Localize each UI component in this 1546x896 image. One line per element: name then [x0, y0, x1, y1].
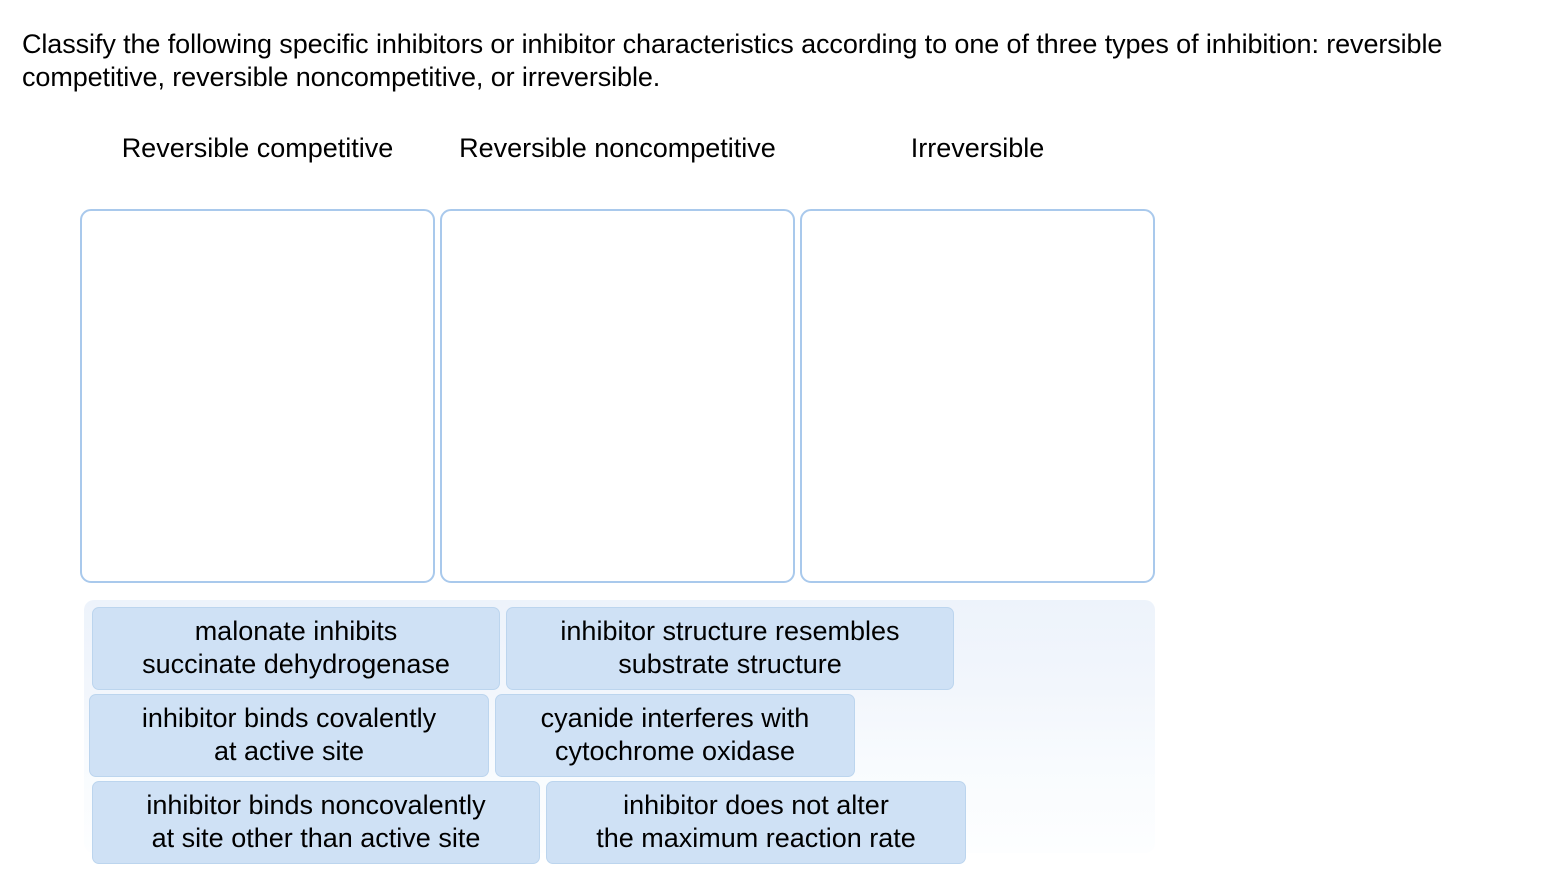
tile-inhibitor-binds-covalently-at-active-site[interactable]: inhibitor binds covalently at active sit… [89, 694, 489, 777]
dropzone-reversible-competitive[interactable] [80, 209, 435, 583]
tile-malonate-inhibits-succinate-dehydrogenase[interactable]: malonate inhibits succinate dehydrogenas… [92, 607, 500, 690]
tile-row: malonate inhibits succinate dehydrogenas… [84, 607, 1155, 690]
dropzone-reversible-noncompetitive[interactable] [440, 209, 795, 583]
tile-inhibitor-structure-resembles-substrate-structure[interactable]: inhibitor structure resembles substrate … [506, 607, 954, 690]
category-header-reversible-competitive: Reversible competitive [121, 133, 394, 163]
category-header-reversible-noncompetitive: Reversible noncompetitive [459, 133, 776, 163]
tile-inhibitor-binds-noncovalently-at-site-other-than-active-site[interactable]: inhibitor binds noncovalently at site ot… [92, 781, 540, 864]
question-prompt: Classify the following specific inhibito… [22, 29, 1443, 92]
tile-row: inhibitor binds covalently at active sit… [84, 694, 1155, 777]
tile-cyanide-interferes-with-cytochrome-oxidase[interactable]: cyanide interferes with cytochrome oxida… [495, 694, 855, 777]
tile-inhibitor-does-not-alter-the-maximum-reaction-rate[interactable]: inhibitor does not alter the maximum rea… [546, 781, 966, 864]
category-header-irreversible: Irreversible [910, 133, 1045, 163]
tile-row: inhibitor binds noncovalently at site ot… [84, 781, 1155, 864]
dropzone-group [80, 209, 1155, 583]
category-headers: Reversible competitive Reversible noncom… [80, 131, 1155, 165]
dropzone-irreversible[interactable] [800, 209, 1155, 583]
answer-bank-tray: malonate inhibits succinate dehydrogenas… [84, 600, 1155, 864]
